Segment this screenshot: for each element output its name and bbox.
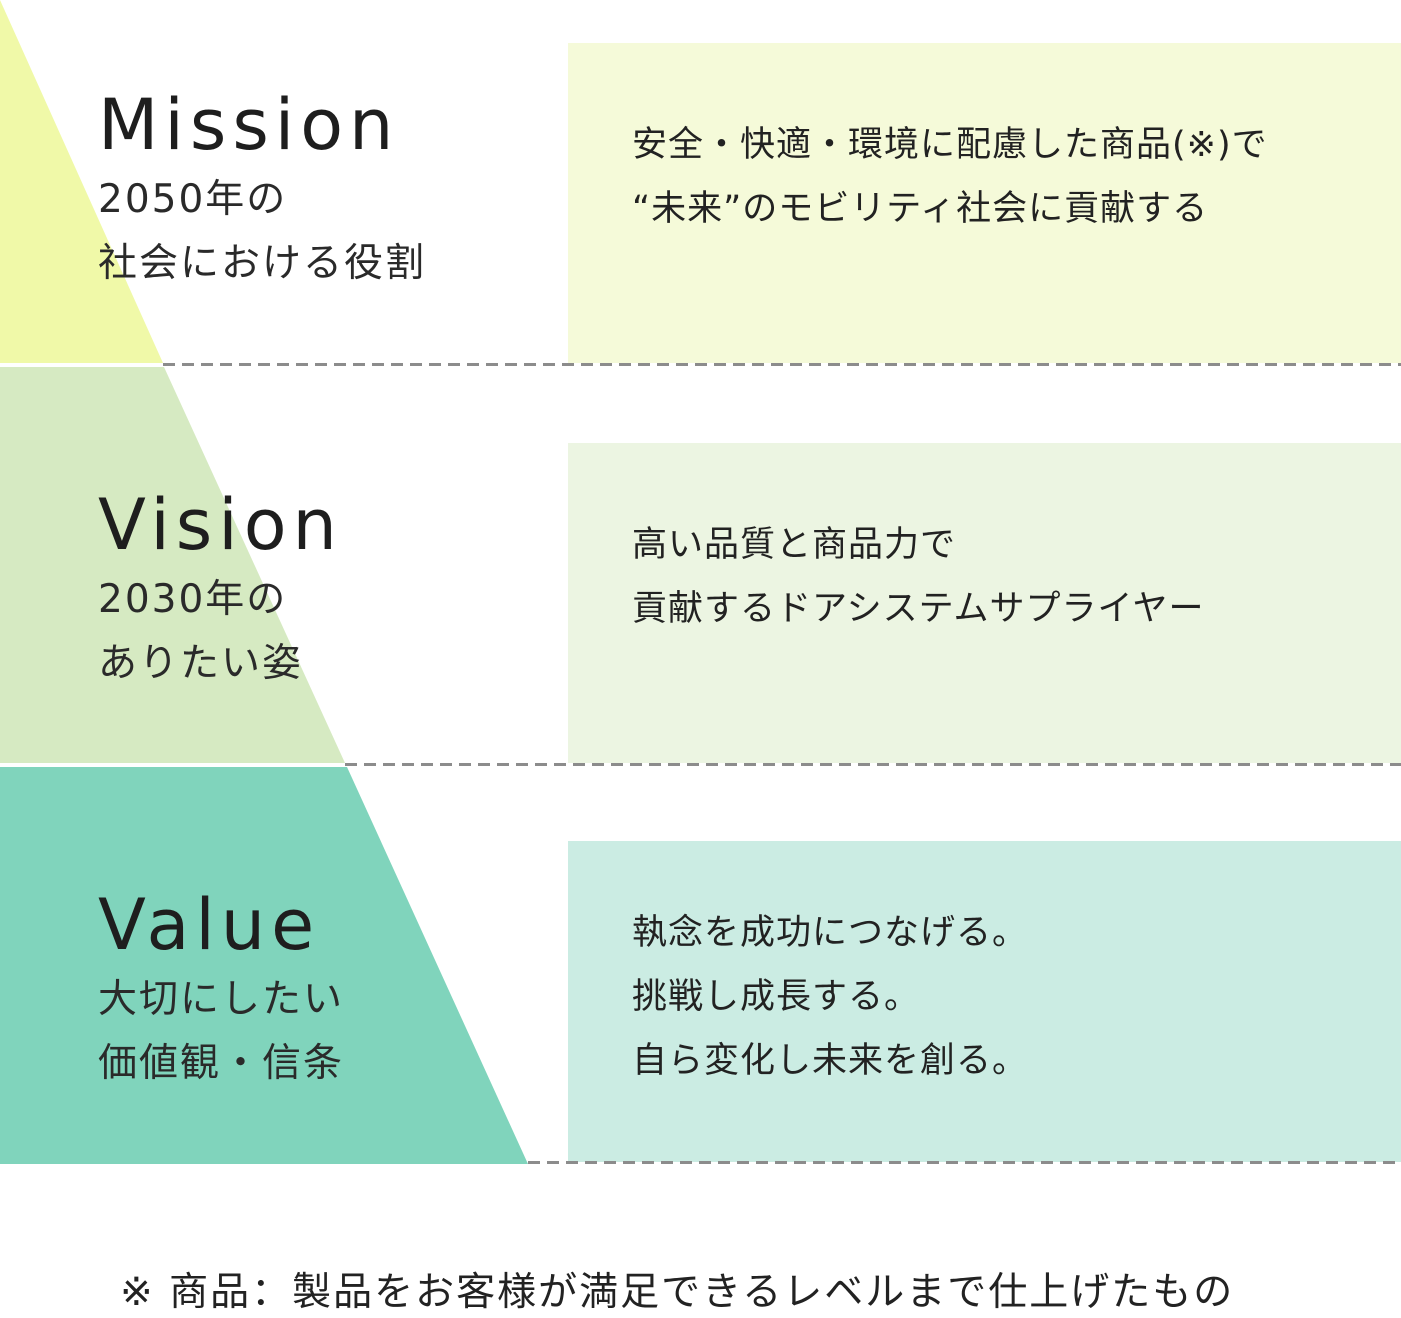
value-statement-panel: 執念を成功につなげる。 挑戦し成長する。 自ら変化し未来を創る。 — [568, 841, 1401, 1162]
value-subtitle-line-1: 大切にしたい — [98, 977, 345, 1022]
mission-subtitle-line-2: 社会における役割 — [98, 241, 427, 286]
value-statement-line-2: 挑戦し成長する。 — [632, 976, 921, 1017]
value-tier-shape — [0, 767, 528, 1164]
value-panel-bg — [568, 841, 1401, 1162]
vision-statement-line-1: 高い品質と商品力で — [632, 525, 957, 565]
vision-statement-panel: 高い品質と商品力で 貢献するドアシステムサプライヤー — [568, 443, 1401, 763]
value-subtitle-line-2: 価値観・信条 — [98, 1041, 345, 1086]
value-title: Value — [98, 884, 321, 966]
mission-statement-panel: 安全・快適・環境に配慮した商品(※)で “未来”のモビリティ社会に貢献する — [568, 43, 1401, 363]
vision-subtitle-line-1: 2030年の — [98, 577, 288, 622]
vision-tier-shape — [0, 367, 345, 763]
value-label: Value 大切にしたい 価値観・信条 — [98, 890, 344, 1096]
vision-statement-line-2: 貢献するドアシステムサプライヤー — [632, 589, 1205, 629]
mission-label: Mission 2050年の 社会における役割 — [98, 90, 426, 296]
value-statement-line-3: 自ら変化し未来を創る。 — [632, 1040, 1029, 1081]
vision-label: Vision 2030年の ありたい姿 — [98, 490, 343, 696]
vision-panel-bg — [568, 443, 1401, 763]
mission-subtitle-line-1: 2050年の — [98, 177, 288, 222]
footnote: ※ 商品：製品をお客様が満足できるレベルまで仕上げたもの — [120, 1270, 1235, 1315]
mission-statement-line-1: 安全・快適・環境に配慮した商品(※)で — [632, 125, 1268, 165]
mission-title: Mission — [98, 84, 400, 166]
vision-subtitle-line-2: ありたい姿 — [98, 641, 304, 686]
mission-tier-shape — [0, 0, 163, 363]
mission-statement-line-2: “未来”のモビリティ社会に貢献する — [632, 189, 1209, 229]
vision-title: Vision — [98, 484, 343, 566]
mission-panel-bg — [568, 43, 1401, 363]
value-statement-line-1: 執念を成功につなげる。 — [632, 912, 1029, 953]
